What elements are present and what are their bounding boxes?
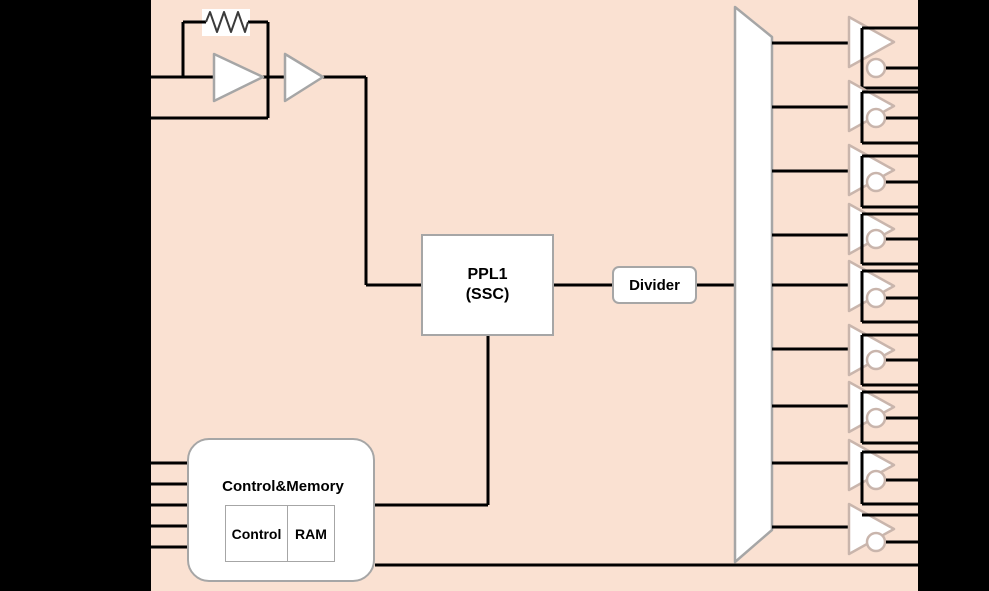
output-buffer-4 — [847, 202, 918, 266]
inverting-bubble-icon — [865, 171, 887, 193]
mux-output-lines — [772, 41, 852, 529]
inverting-bubble-icon — [865, 57, 887, 79]
amplifier-triangle-icon — [212, 52, 265, 103]
output-buffer-1 — [847, 15, 918, 90]
output-buffer-8 — [847, 438, 918, 506]
output-buffer-5 — [847, 259, 918, 324]
inverting-bubble-icon — [865, 349, 887, 371]
output-buffer-2 — [847, 79, 918, 145]
inverting-bubble-icon — [865, 407, 887, 429]
inverting-bubble-icon — [865, 228, 887, 250]
control-to-pll-path — [375, 336, 490, 507]
output-buffer-6 — [847, 323, 918, 387]
inverting-bubble-icon — [865, 107, 887, 129]
divider-label: Divider — [629, 276, 680, 294]
output-buffer-7 — [847, 380, 918, 445]
inverting-bubble-icon — [865, 531, 887, 553]
control-cell[interactable]: Control — [225, 505, 288, 562]
control-memory-cells: Control RAM — [225, 505, 335, 562]
divider-block[interactable]: Divider — [612, 266, 697, 304]
mux-icon — [733, 5, 774, 564]
buffer-triangle-icon — [283, 52, 325, 103]
ram-cell[interactable]: RAM — [288, 505, 335, 562]
inverting-bubble-icon — [865, 287, 887, 309]
pll1-label: PPL1 (SSC) — [465, 266, 510, 303]
pll1-block[interactable]: PPL1 (SSC) — [421, 234, 554, 336]
resistor-icon — [205, 11, 249, 33]
control-memory-title: Control&Memory — [222, 478, 344, 495]
control-memory-block[interactable]: Control&Memory Control RAM — [187, 438, 375, 582]
output-buffer-3 — [847, 143, 918, 209]
output-buffer-9 — [847, 502, 918, 556]
inverting-bubble-icon — [865, 469, 887, 491]
